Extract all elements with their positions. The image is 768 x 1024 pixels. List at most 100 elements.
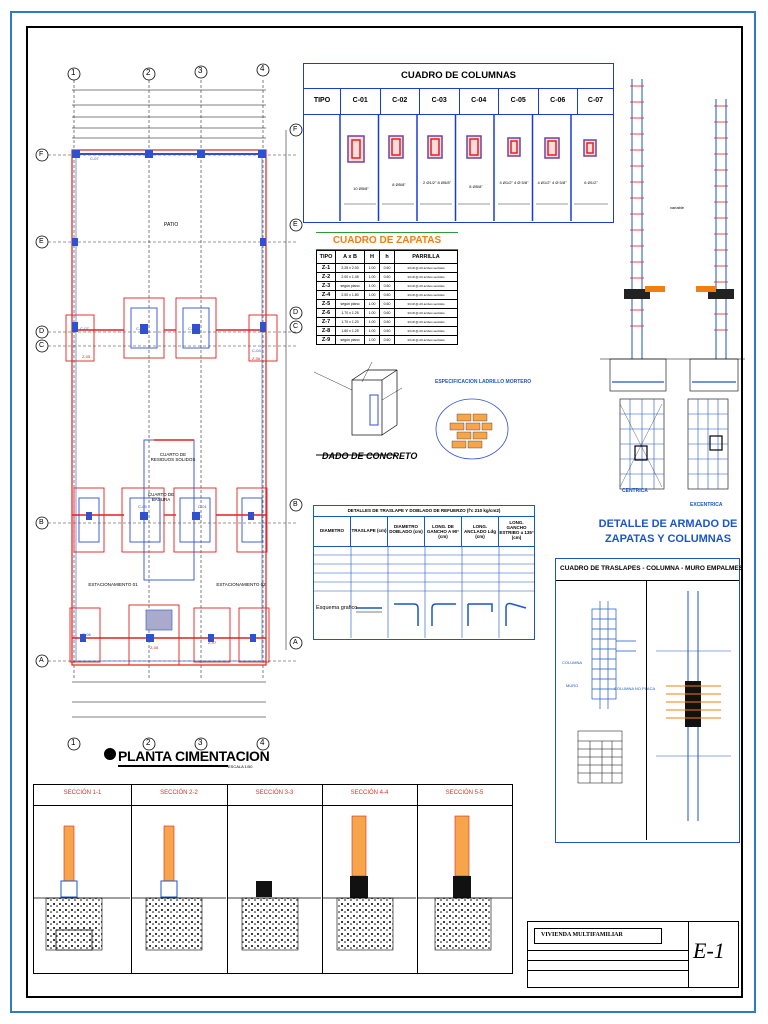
axis-label-3-top: 3	[198, 66, 203, 75]
armado-variable: variable	[670, 205, 685, 210]
label-patio: PATIO	[164, 222, 179, 228]
tag-z05: Z-05	[82, 354, 91, 359]
col-header-c01: C-01	[341, 88, 381, 114]
axis-label-4-top: 4	[260, 64, 265, 73]
plan-scale: ESCALA 1/50	[228, 764, 253, 769]
zap-cell: 0.60	[379, 272, 395, 282]
axis-label-1-top: 1	[71, 68, 76, 77]
zap-cell: Z-2	[316, 272, 336, 282]
zap-cell: 3/4 Ø @.20 ambos sentidos	[394, 299, 458, 309]
section-label-5: SECCIÓN 5-5	[445, 790, 484, 796]
dado-title: DADO DE CONCRETO	[322, 451, 418, 461]
tag-c05: C-05	[138, 504, 147, 509]
axis-label-2-top: 2	[146, 68, 151, 77]
axis-label-a: A	[39, 657, 44, 664]
axis-label-d: D	[39, 328, 45, 335]
axis-label-b-right: B	[293, 501, 298, 508]
tag-c01: C-01	[198, 504, 207, 509]
cuadro-traslapes-title: CUADRO DE TRASLAPES - COLUMNA - MURO EMP…	[560, 565, 744, 572]
title-block-sheet-number: E-1	[693, 938, 725, 963]
section-label-2: SECCIÓN 2-2	[160, 790, 198, 796]
tag-c07: C-07	[90, 156, 99, 161]
tag-c04: C-04	[252, 348, 261, 353]
axis-label-2-bottom: 2	[146, 738, 151, 747]
zap-cell: 2.25 x 2.00	[335, 263, 365, 273]
dado-concreto-detail	[313, 361, 403, 456]
zap-cell: 1.00	[364, 317, 380, 327]
col-header-c03: C-03	[420, 88, 460, 114]
detalle-armado-title-1: DETALLE DE ARMADO DE	[598, 518, 738, 530]
traslapes-columna-placa-label: COLUMNA NO PLACA	[614, 686, 656, 691]
traslape-header-estribo: LONG. GANCHO ESTRIBO a 135° (cm)	[499, 520, 534, 540]
tag-z06: Z-06	[252, 356, 261, 361]
zap-cell: Z-5	[316, 299, 336, 309]
zap-cell: según plano	[335, 299, 365, 309]
zap-cell: 1.00	[364, 308, 380, 318]
zap-header-tipo: TIPO	[316, 250, 336, 264]
zap-cell: Z-1	[316, 263, 336, 273]
traslape-header-traslape: TRASLAPE (cm)	[351, 516, 388, 546]
title-block: VIVIENDA MULTIFAMILIAR E-1	[527, 921, 739, 988]
zap-cell: 0.60	[379, 299, 395, 309]
axis-label-e-right: E	[293, 221, 298, 228]
zap-cell: Z-7	[316, 317, 336, 327]
zap-cell: 3/4 Ø @.20 ambos sentidos	[394, 326, 458, 336]
zap-cell: 1.00	[364, 281, 380, 291]
zap-cell: 1.00	[364, 299, 380, 309]
tag-c02: C-02	[136, 326, 145, 331]
zap-header-parrilla: PARRILLA	[394, 250, 458, 264]
zap-cell: 2.00 x 1.80	[335, 290, 365, 300]
col-header-c07: C-07	[587, 97, 604, 104]
zap-cell: Z-8	[316, 326, 336, 336]
label-cuarto-residuos: CUARTO DE RESIDUOS SOLIDOS	[150, 452, 196, 462]
ladrillo-detail	[435, 398, 509, 460]
axis-label-c-right: C	[293, 323, 299, 330]
zap-cell: 0.60	[379, 317, 395, 327]
zap-cell: 3/4 Ø @.20 ambos sentidos	[394, 281, 458, 291]
traslape-header-doblado: DIAMETRO DOBLADO (cm)	[388, 516, 425, 546]
rebar-c03: 2 Ø1/2" 8 Ø5/8"	[423, 180, 451, 185]
cuadro-columnas-header: TIPO C-01 C-02 C-03 C-04 C-05 C-06 C-07	[304, 88, 613, 115]
zap-cell: 3/4 Ø @.20 ambos sentidos	[394, 335, 458, 345]
plan-title-marker	[104, 748, 116, 760]
zap-cell: 1.00	[364, 263, 380, 273]
tag-c03: C-03	[188, 326, 197, 331]
zap-cell: Z-3	[316, 281, 336, 291]
traslape-header-diametro: DIAMETRO	[314, 516, 351, 546]
zap-header-axb: A x B	[335, 250, 365, 264]
col-header-c04: C-04	[460, 88, 499, 114]
sections-panel: SECCIÓN 1-1 SECCIÓN 2-2 SECCIÓN 3-3 SECC…	[33, 784, 513, 974]
ladrillo-title: ESPECIFICACION LADRILLO MORTERO	[435, 379, 532, 385]
col-header-c06: C-06	[539, 88, 578, 114]
cuadro-zapatas-title: CUADRO DE ZAPATAS	[332, 235, 442, 246]
zap-cell: 3/4 Ø @.20 ambos sentidos	[394, 272, 458, 282]
tag-z08: Z-08	[150, 645, 159, 650]
col-header-c05: C-05	[499, 88, 539, 114]
zap-cell: Z-4	[316, 290, 336, 300]
sheet-outer-border	[10, 11, 756, 1013]
axis-label-a-right: A	[293, 639, 298, 646]
rebar-c04: 8 Ø5/8"	[469, 184, 483, 189]
traslapes-muro-label: MURO	[566, 683, 579, 688]
armado-excentrica: EXCENTRICA	[690, 502, 723, 508]
label-estacionamiento-2: ESTACIONAMIENTO 02	[216, 582, 266, 587]
tag-c06: C-06	[82, 632, 91, 637]
axis-label-c: C	[39, 342, 45, 349]
zap-cell: 3/4 Ø @.20 ambos sentidos	[394, 308, 458, 318]
traslapes-columna-label: COLUMNA	[562, 660, 583, 665]
zap-cell: 0.60	[379, 326, 395, 336]
axis-bubbles-left	[35, 148, 49, 668]
label-cuarto-basura: CUARTO DE BASURA	[147, 492, 175, 502]
tag-c07b: C-07	[80, 326, 89, 331]
zap-cell: según plano	[335, 335, 365, 345]
traslape-header-anclado: LONG. ANCLADO Ldg (cm)	[462, 516, 499, 546]
axis-bubbles-top	[67, 63, 270, 81]
zap-cell: 0.60	[379, 263, 395, 273]
zap-cell: 2.00 x 1.45	[335, 272, 365, 282]
